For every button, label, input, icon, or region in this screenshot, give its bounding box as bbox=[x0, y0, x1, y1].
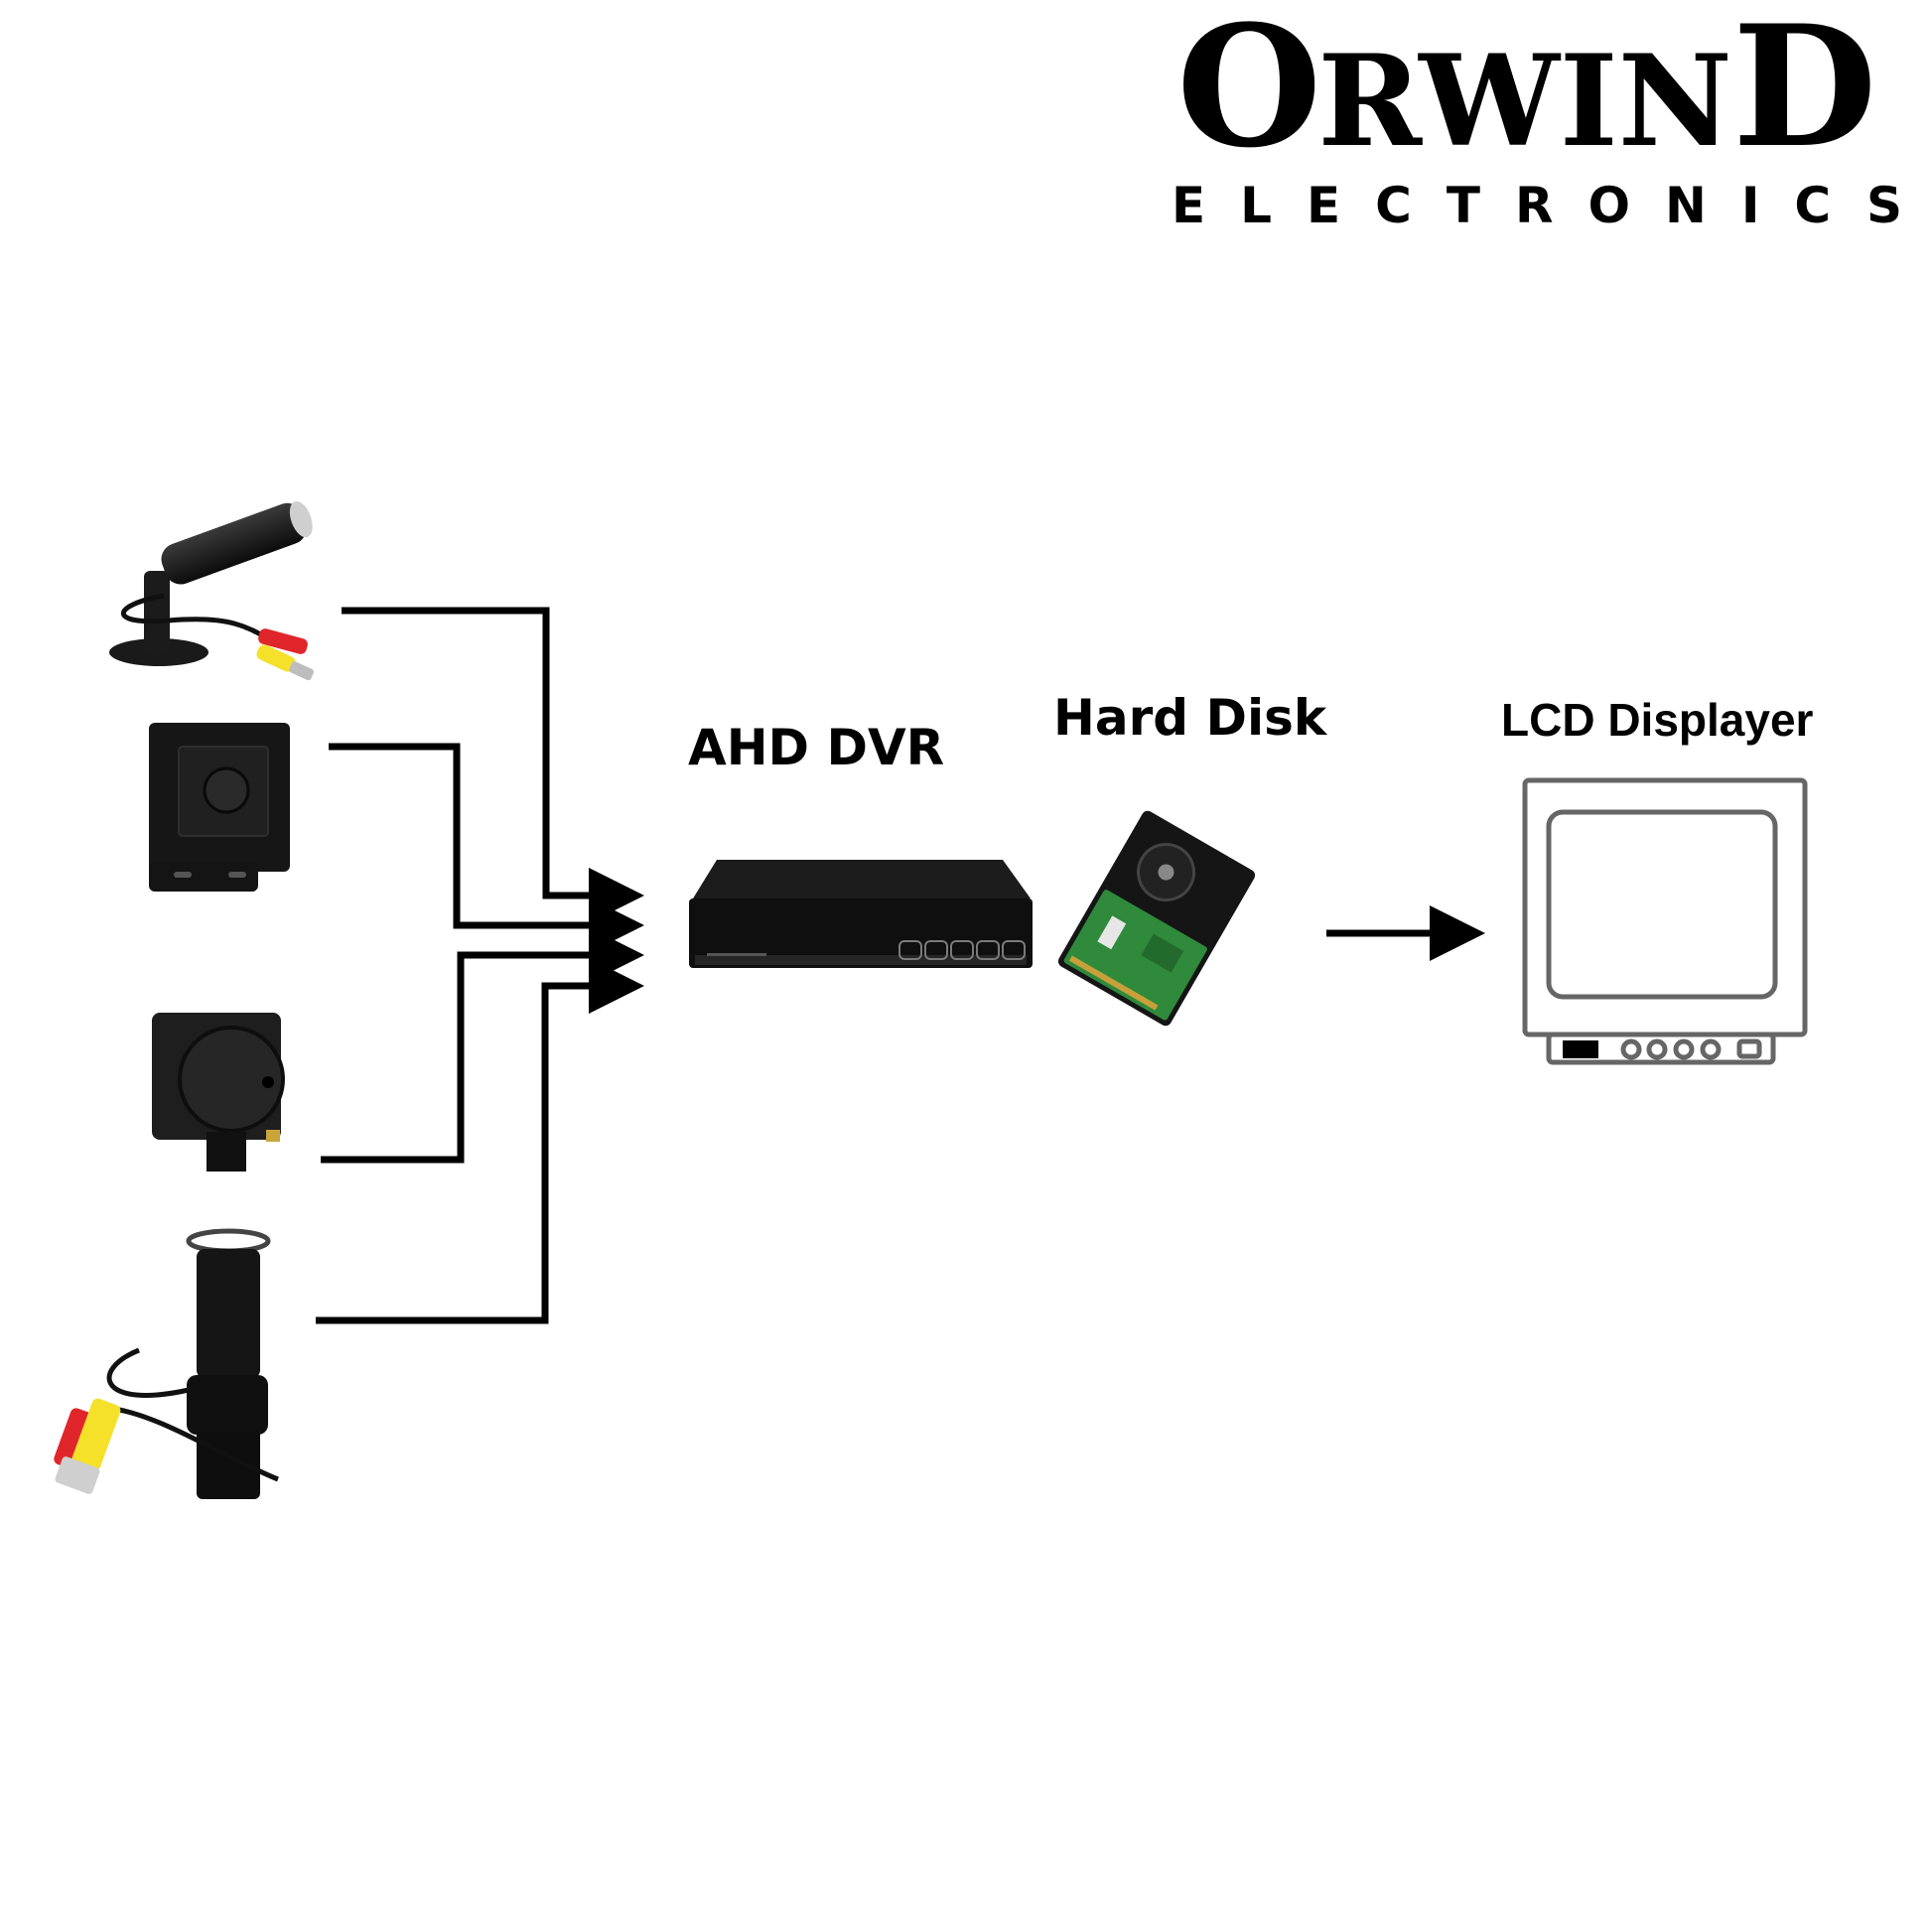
brand-subtitle: ELECTRONICS bbox=[1172, 177, 1932, 234]
connector-lines bbox=[316, 607, 1485, 1324]
connector-camera-tube bbox=[316, 958, 644, 1324]
mini-cone-camera-icon bbox=[152, 1013, 285, 1172]
hard-disk-icon bbox=[1057, 810, 1256, 1027]
brand-letter-d: D bbox=[1731, 0, 1877, 185]
lcd-label: LCD Displayer bbox=[1501, 694, 1814, 746]
tube-pinhole-camera-icon bbox=[54, 1228, 279, 1499]
connector-camera-minicone bbox=[321, 927, 644, 1164]
dvr-device-icon bbox=[689, 860, 1033, 968]
connector-camera-bullet bbox=[342, 607, 644, 923]
square-pinhole-camera-icon bbox=[149, 723, 290, 892]
brand-letters-mid: RWIN bbox=[1317, 28, 1732, 175]
connector-camera-square bbox=[329, 743, 644, 953]
brand-letter-o: O bbox=[1176, 0, 1321, 185]
brand-logo: ORWIND bbox=[1176, 2, 1931, 175]
lcd-monitor-icon bbox=[1522, 777, 1808, 1065]
hdd-label: Hard Disk bbox=[1053, 689, 1327, 747]
bullet-camera-icon bbox=[109, 500, 315, 681]
dvr-label: AHD DVR bbox=[688, 719, 945, 776]
